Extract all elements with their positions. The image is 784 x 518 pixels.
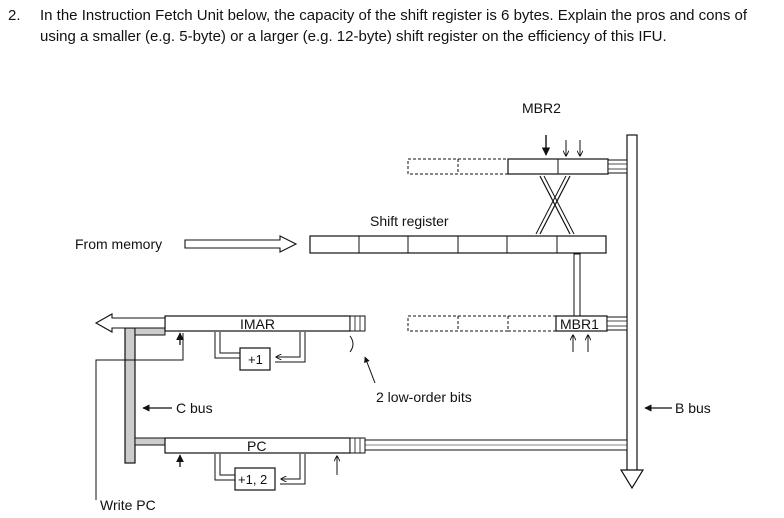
b-bus [619,134,645,490]
question-text: In the Instruction Fetch Unit below, the… [40,7,748,45]
from-memory-label: From memory [75,236,162,252]
question-number: 2. [8,7,21,24]
pc-increment-loop [214,454,306,491]
pc-register [164,437,628,454]
shift-to-mbr1-path [573,253,581,317]
mbr1-label: MBR1 [560,316,599,332]
mbr2-register [407,158,628,175]
imar-increment-loop [214,332,306,371]
imar-label: IMAR [240,316,275,332]
imar-output-arrow [94,313,166,333]
mbr2-label: MBR2 [522,100,561,116]
pc-label: PC [247,438,266,454]
c-bus [124,327,166,464]
pc-increment-label: +1, 2 [238,472,267,487]
low-order-bits-brace [349,335,354,353]
shift-register-label: Shift register [370,213,449,229]
b-bus-label: B bus [675,400,711,416]
shift-register [309,235,607,254]
imar-increment-label: +1 [248,352,263,367]
crossover-lines [535,175,575,235]
from-memory-arrow [184,235,298,253]
b-bus-label-group: B bus [644,400,711,416]
c-bus-label-group: C bus [142,400,213,416]
imar-register [164,315,366,332]
low-order-bits-arrow [364,356,376,384]
c-bus-label: C bus [176,400,213,416]
write-pc-label: Write PC [100,497,156,513]
mbr1-register [407,315,628,332]
low-order-bits-label: 2 low-order bits [376,389,472,405]
write-pc-line [95,333,184,500]
